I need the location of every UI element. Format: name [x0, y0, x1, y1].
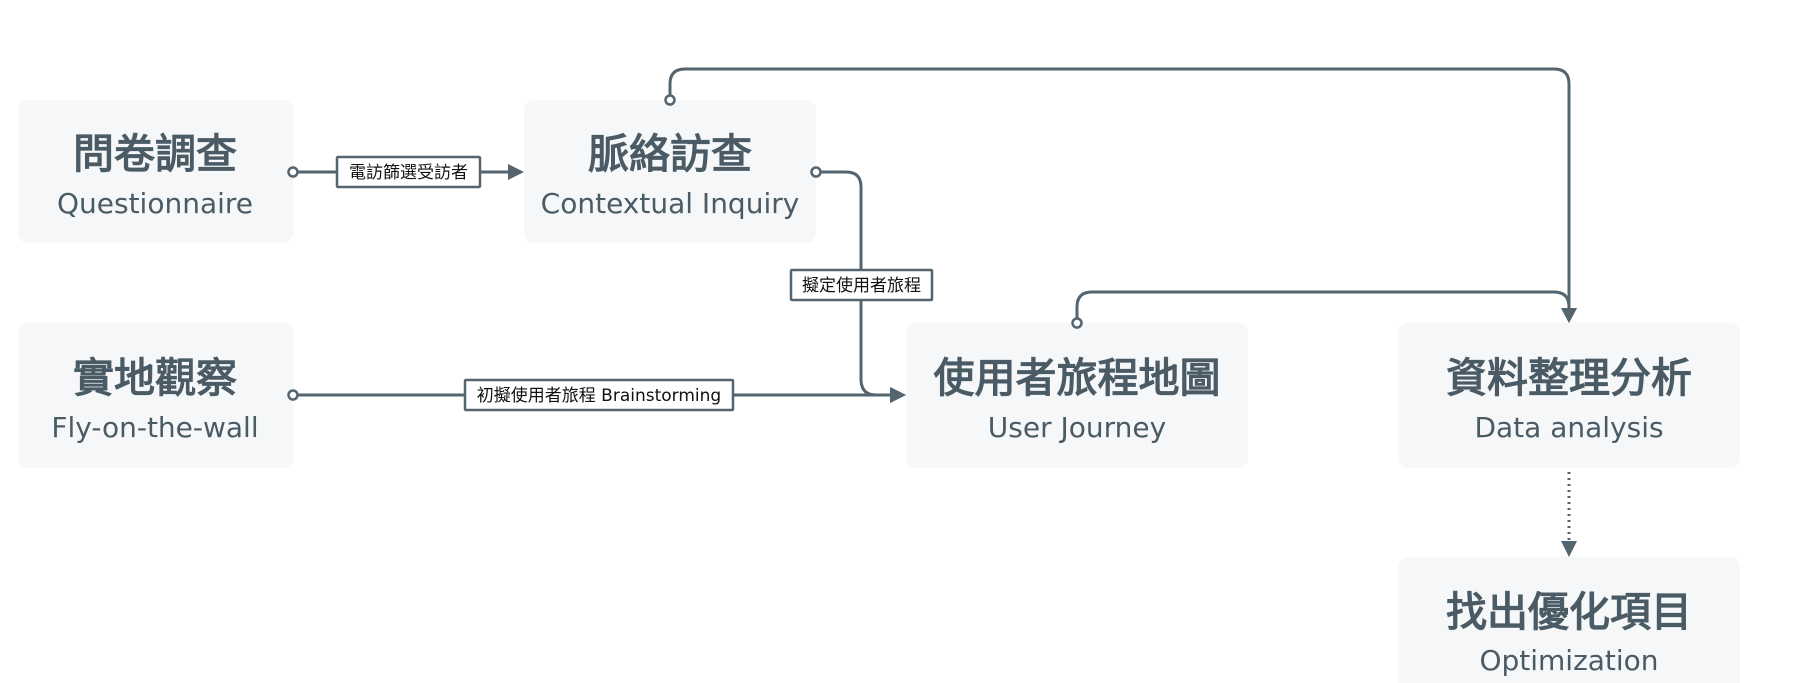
edge-label: 初擬使用者旅程 Brainstorming [477, 385, 721, 406]
node-subtitle: Optimization [1479, 644, 1658, 677]
node-subtitle: Questionnaire [57, 187, 253, 220]
node-user-journey[interactable]: 使用者旅程地圖 User Journey [906, 323, 1248, 468]
edge-analysis-to-optimization [1561, 472, 1577, 557]
node-title: 問卷調查 [73, 130, 237, 178]
node-questionnaire[interactable]: 問卷調查 Questionnaire [18, 100, 293, 243]
edge-fly-to-journey: 初擬使用者旅程 Brainstorming [287, 378, 906, 412]
node-optimization[interactable]: 找出優化項目 Optimization [1398, 557, 1740, 683]
node-title: 脈絡訪查 [588, 130, 752, 178]
node-title: 實地觀察 [73, 354, 237, 402]
node-title: 找出優化項目 [1446, 588, 1692, 636]
node-contextual-inquiry[interactable]: 脈絡訪查 Contextual Inquiry [524, 100, 816, 243]
edge-questionnaire-to-contextual: 電訪篩選受訪者 [287, 155, 524, 189]
node-subtitle: Fly-on-the-wall [51, 411, 258, 444]
node-data-analysis[interactable]: 資料整理分析 Data analysis [1398, 323, 1740, 468]
edge-label: 擬定使用者旅程 [802, 275, 921, 296]
edge-journey-to-analysis [1071, 290, 1577, 329]
arrowhead-icon [890, 387, 906, 403]
port-icon [810, 166, 822, 178]
arrowhead-icon [1561, 308, 1577, 323]
port-icon [287, 389, 299, 401]
node-subtitle: Contextual Inquiry [541, 187, 800, 220]
port-icon [287, 166, 299, 178]
port-icon [664, 94, 676, 106]
arrowhead-icon [1561, 541, 1577, 557]
node-subtitle: User Journey [988, 411, 1166, 444]
node-title: 使用者旅程地圖 [934, 354, 1221, 402]
node-title: 資料整理分析 [1446, 354, 1692, 402]
node-fly-on-the-wall[interactable]: 實地觀察 Fly-on-the-wall [18, 323, 293, 468]
port-icon [1071, 317, 1083, 329]
arrowhead-icon [508, 164, 524, 180]
edge-label: 電訪篩選受訪者 [349, 163, 468, 183]
node-subtitle: Data analysis [1474, 411, 1663, 444]
